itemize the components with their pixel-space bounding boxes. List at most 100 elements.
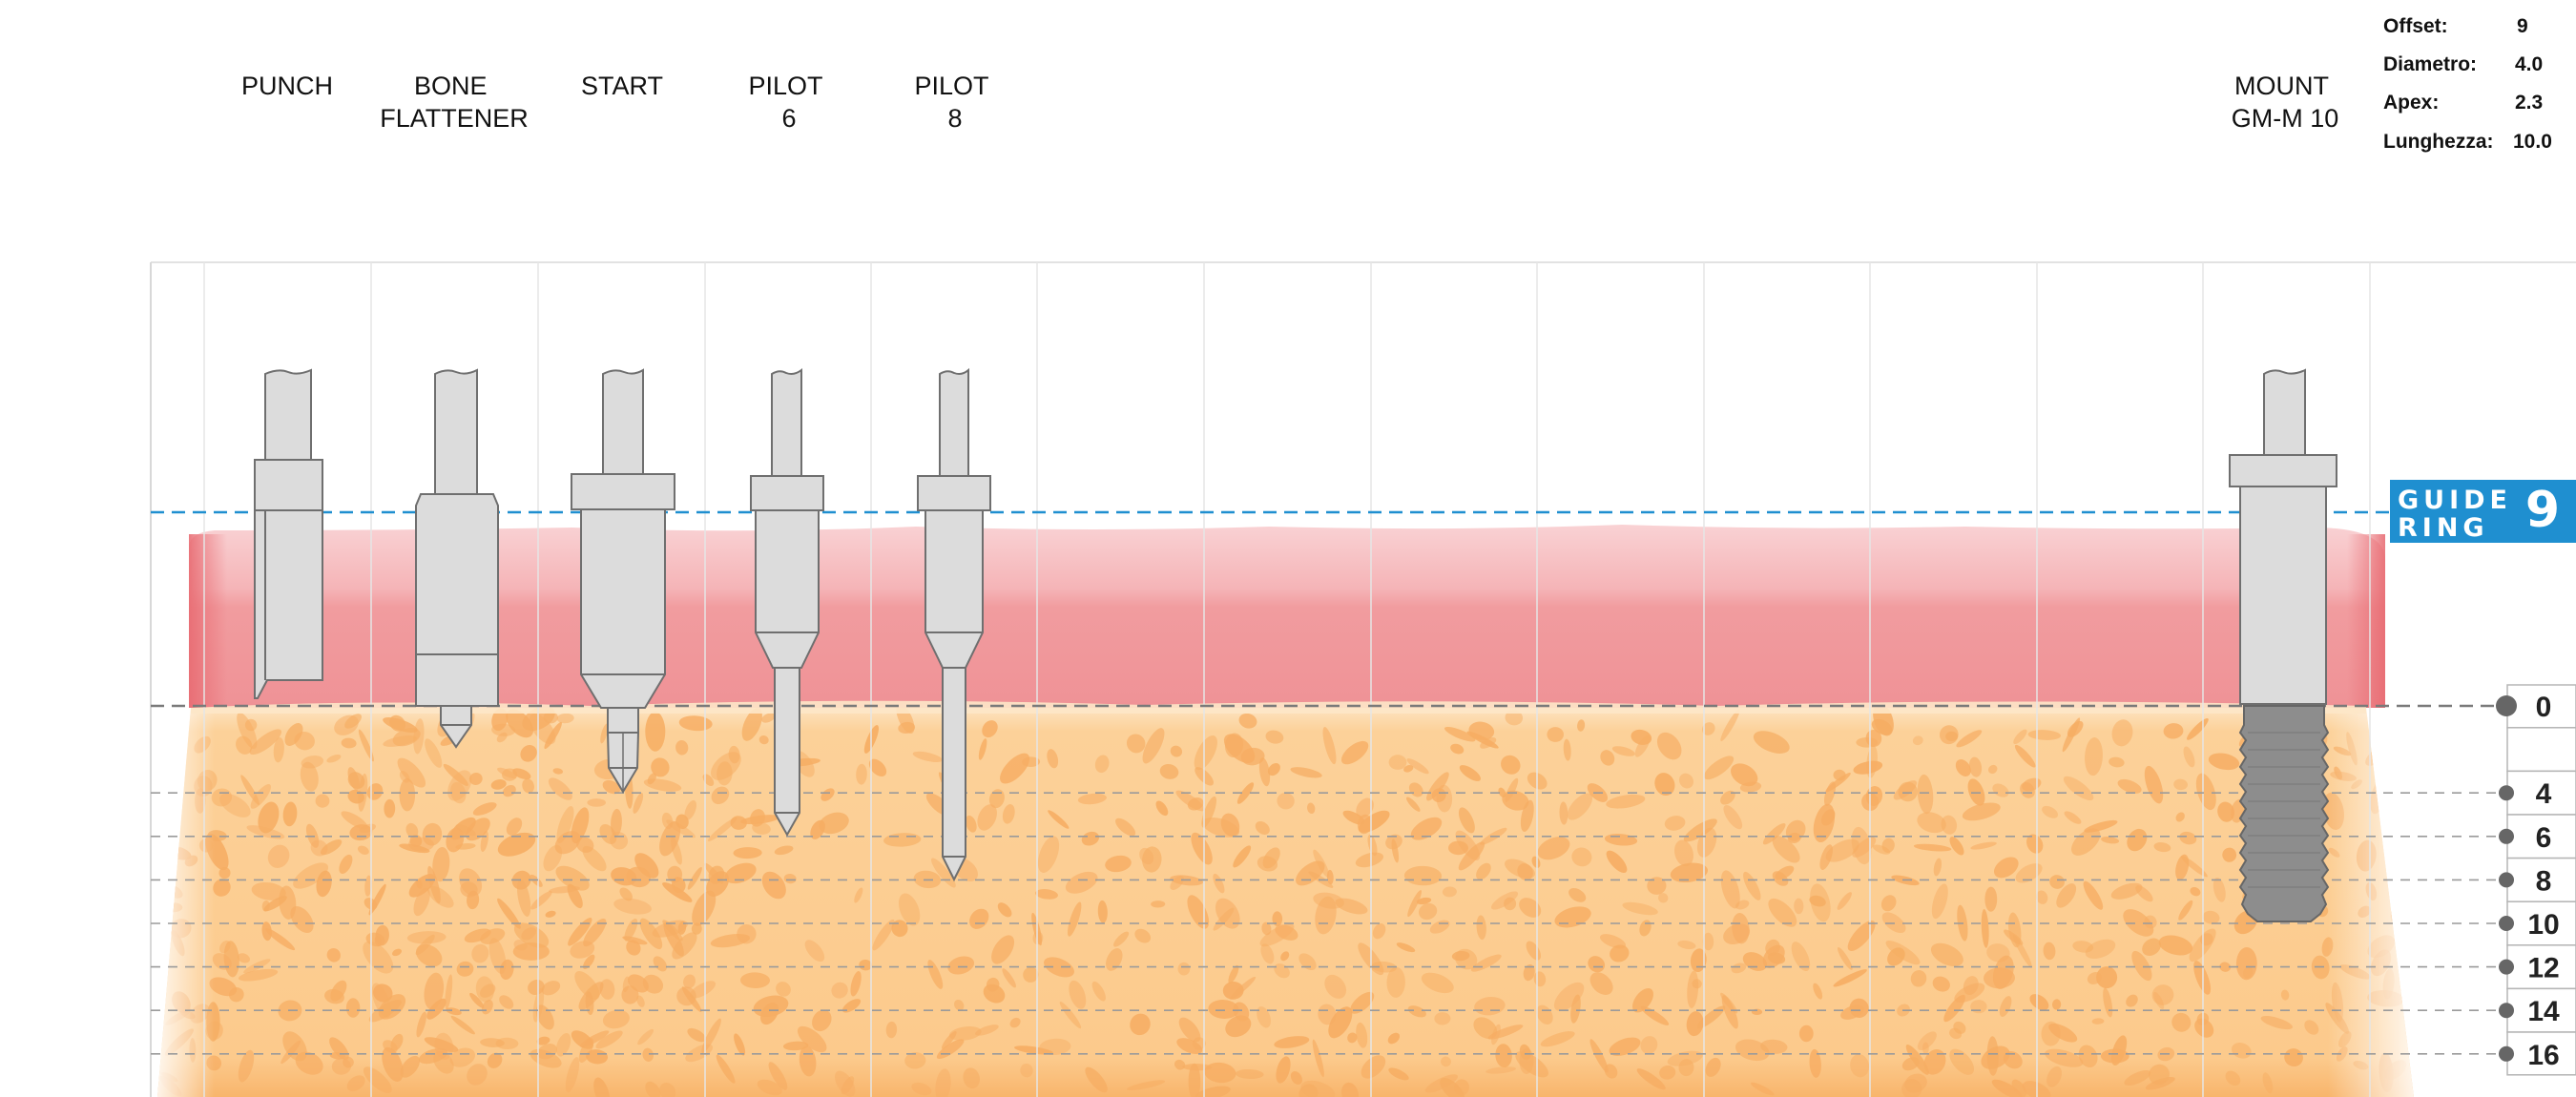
bone-spot (1963, 976, 1979, 996)
bone-spot (545, 910, 556, 918)
bone-spot (1751, 1082, 1775, 1096)
bone-spot (2123, 909, 2154, 937)
bone-spot (1636, 1068, 1666, 1090)
bone-spot (2144, 915, 2157, 929)
bone-spot (384, 798, 396, 818)
bone-spot (841, 1076, 855, 1095)
bone-spot (237, 712, 258, 750)
bone-spot (1044, 957, 1074, 978)
bone-spot (1495, 1044, 1512, 1067)
guide-ring-number: 9 (2525, 482, 2560, 539)
bone-spot (1932, 976, 1950, 992)
info-key-apex: Apex: (2383, 92, 2439, 114)
bone-spot (637, 1028, 654, 1045)
bone-spot (1987, 764, 1998, 775)
bone-spot (1611, 746, 1635, 756)
bone-spot (426, 998, 447, 1020)
depth-marker (2499, 916, 2514, 931)
bone-spot (499, 995, 514, 1009)
bone-spot (1577, 719, 1586, 732)
bone-spot (1885, 940, 1921, 965)
bone-spot (464, 928, 491, 943)
bone-spot (1517, 863, 1533, 881)
bone-spot (1009, 1017, 1021, 1028)
bone-spot (1702, 722, 1715, 735)
bone-spot (1901, 1079, 1922, 1097)
bone-spot (602, 1009, 630, 1029)
bone-spot (1113, 931, 1130, 947)
bone-spot (392, 728, 421, 747)
depth-scale-cell (2506, 727, 2576, 773)
bone-spot (804, 940, 825, 962)
bone-spot (1505, 710, 1524, 726)
bone-spot (1962, 802, 2001, 821)
bone-spot (963, 1067, 980, 1089)
bone-spot (536, 1036, 551, 1045)
bone-spot (1720, 709, 1740, 742)
bone-spot (408, 837, 434, 852)
bone-spot (555, 865, 590, 891)
bone-spot (1406, 797, 1421, 812)
bone-spot (1002, 803, 1015, 824)
info-key-lunghezza: Lunghezza: (2383, 131, 2494, 153)
bone-spot (898, 893, 921, 926)
bone-spot (300, 761, 319, 792)
bone-spot (378, 994, 406, 1020)
bone-spot (1130, 1013, 1151, 1036)
bone-spot (1175, 790, 1205, 812)
bone-spot (1476, 862, 1491, 880)
bone-spot (1134, 928, 1152, 943)
bone-spot (1094, 755, 1110, 774)
bone-spot (460, 881, 478, 898)
bone-spot (1837, 946, 1853, 970)
bone-spot (1235, 1068, 1264, 1080)
bone-spot (1020, 1064, 1033, 1078)
bone-spot (455, 842, 476, 850)
bone-spot (310, 839, 328, 857)
bone-spot (1720, 992, 1738, 1014)
bone-spot (2262, 1072, 2274, 1094)
bone-spot (689, 981, 717, 999)
bone-spot (315, 794, 330, 808)
bone-spot (528, 980, 545, 995)
bone-spot (587, 798, 606, 807)
depth-label: 6 (2536, 822, 2552, 854)
bone-spot (1939, 725, 1959, 745)
depth-marker (2499, 828, 2514, 844)
bone-spot (716, 1054, 736, 1084)
bone-spot (761, 713, 776, 723)
bone-spot (1441, 1056, 1451, 1067)
bone-spot (541, 981, 561, 996)
bone-spot (490, 779, 507, 790)
bone-spot (621, 985, 639, 1004)
bone-spot (651, 757, 670, 777)
bone-spot (734, 1033, 746, 1056)
bone-spot (776, 982, 791, 997)
bone-spot (397, 757, 426, 788)
bone-spot (1037, 836, 1060, 873)
bone-spot (487, 1052, 503, 1068)
bone-spot (1106, 948, 1123, 971)
bone-spot (416, 1011, 426, 1038)
bone-spot (1442, 886, 1457, 898)
bone-spot (1407, 890, 1422, 918)
bone-spot (997, 902, 1012, 918)
bone-spot (1809, 1048, 1821, 1078)
bone-spot (1498, 787, 1506, 797)
bone-spot (821, 788, 835, 801)
bone-tissue (157, 700, 2414, 1097)
bone-spot (2153, 992, 2165, 1009)
bone-spot (586, 1049, 609, 1065)
depth-label: 16 (2527, 1040, 2559, 1071)
bone-spot (582, 954, 595, 970)
bone-spot (626, 940, 641, 956)
bone-spot (2020, 782, 2035, 798)
bone-spot (885, 1021, 898, 1039)
bone-spot (2260, 1016, 2294, 1030)
bone-spot (503, 784, 516, 797)
bone-spot (1490, 891, 1519, 910)
bone-spot (497, 898, 521, 929)
bone-spot (218, 867, 231, 880)
bone-spot (600, 723, 609, 744)
